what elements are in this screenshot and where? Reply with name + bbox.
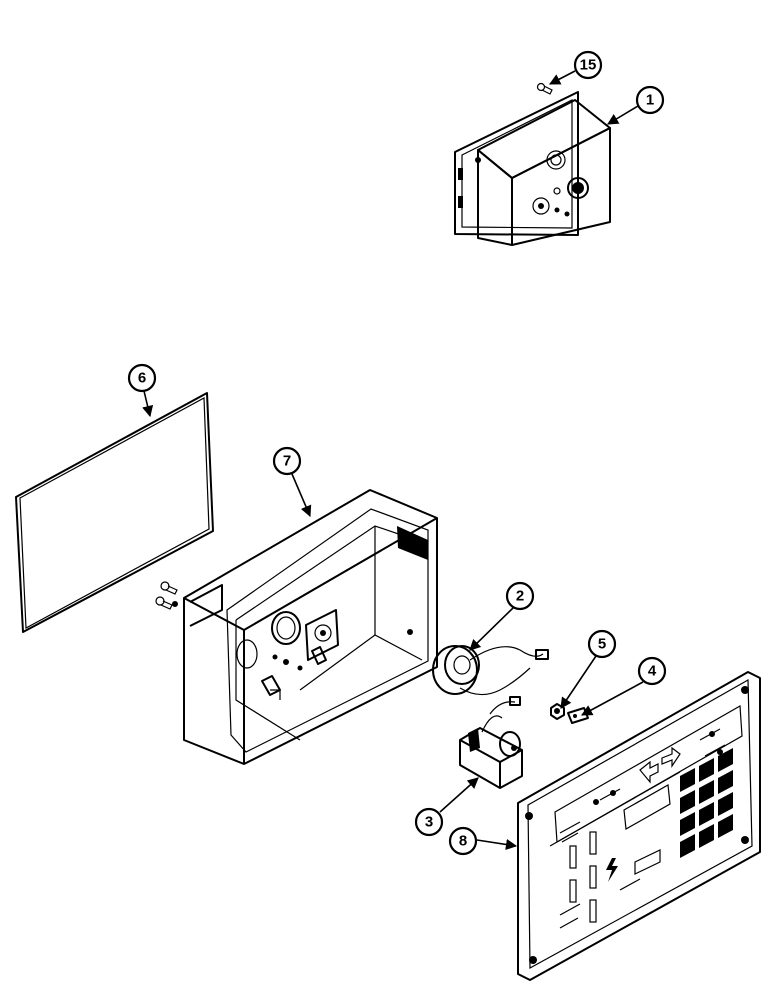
- svg-text:5: 5: [598, 636, 606, 653]
- svg-text:2: 2: [516, 588, 524, 605]
- svg-text:3: 3: [425, 814, 433, 831]
- part-5-nut: [550, 703, 565, 720]
- callout-3: 3: [414, 777, 479, 837]
- svg-text:1: 1: [646, 92, 654, 109]
- part-4-clip: [567, 707, 589, 724]
- svg-text:4: 4: [648, 663, 657, 680]
- part-8-front-panel: [517, 671, 761, 981]
- svg-text:6: 6: [138, 370, 146, 387]
- part-15-screw: [536, 82, 553, 95]
- panel-label-marks: [559, 728, 726, 929]
- callout-4: 4: [581, 656, 667, 716]
- part-7-housing: [183, 489, 438, 765]
- callout-6: 6: [127, 363, 157, 418]
- part-6-gasket: [15, 392, 214, 633]
- callout-7: 7: [272, 446, 312, 518]
- part-1-control-assembly: [454, 82, 611, 246]
- callout-5: 5: [560, 629, 617, 709]
- callout-2: 2: [469, 581, 535, 651]
- mounting-screws: [155, 581, 178, 610]
- keypad: [680, 748, 733, 858]
- svg-text:7: 7: [283, 453, 291, 470]
- switch-columns: [569, 731, 723, 923]
- callout-1: 1: [607, 85, 665, 125]
- svg-text:8: 8: [459, 833, 467, 850]
- part-2-coil: [432, 645, 549, 696]
- callout-15: 15: [549, 50, 603, 85]
- callout-8: 8: [448, 826, 518, 856]
- part-3-relay: [459, 696, 523, 789]
- svg-text:15: 15: [580, 57, 597, 74]
